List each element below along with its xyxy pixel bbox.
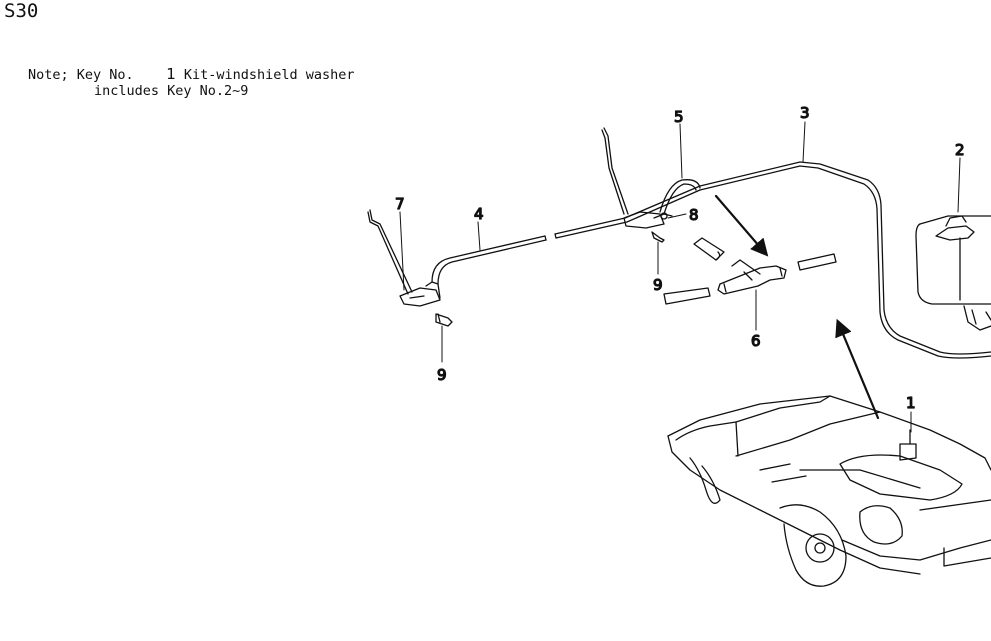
model-code: S30 [4, 0, 39, 22]
clip-9-center [651, 231, 665, 243]
connector-6 [717, 259, 787, 295]
nozzle-5 [601, 127, 701, 229]
short-hose-segments [663, 237, 837, 305]
note-line-2: includes Key No.2~9 [94, 83, 249, 99]
callout-9-center: 9 [653, 276, 663, 294]
callout-7: 7 [395, 195, 405, 213]
hose-3 [699, 161, 991, 359]
callout-6: 6 [751, 332, 761, 350]
callout-4: 4 [474, 205, 484, 223]
car-illustration [667, 395, 991, 587]
leader-lines [399, 121, 961, 433]
note-key: 1 [166, 65, 176, 83]
callout-5: 5 [674, 108, 684, 126]
hose-4 [431, 185, 701, 285]
callout-1: 1 [906, 394, 916, 412]
arrows [714, 194, 880, 420]
callout-3: 3 [800, 104, 810, 122]
note-prefix: Note; Key No. [28, 67, 134, 83]
clip-9-left [435, 313, 453, 327]
nozzle-7 [367, 209, 441, 307]
callout-8: 8 [689, 206, 699, 224]
callout-2: 2 [955, 141, 965, 159]
reservoir-tank-2 [915, 215, 991, 331]
note-line-1: Note; Key No. 1 Kit-windshield washer [28, 65, 355, 83]
callout-9-left: 9 [437, 366, 447, 384]
note-text: Kit-windshield washer [183, 67, 355, 83]
